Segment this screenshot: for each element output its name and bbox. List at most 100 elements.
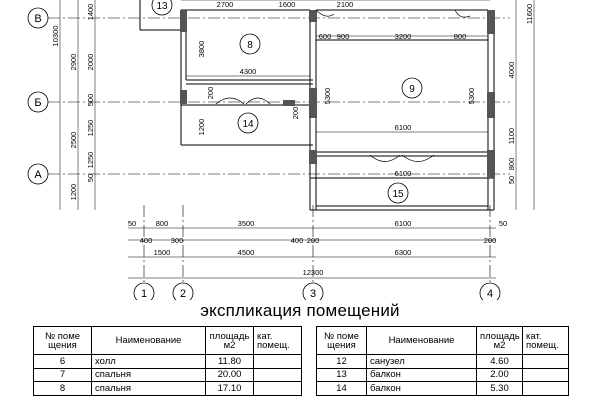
dim-right-inner: 50 — [507, 176, 516, 184]
dim-bottom-3: 1500 — [154, 248, 171, 257]
explication-table-right: № поме щения Наименование площадь м2 кат… — [316, 326, 569, 396]
axis-bubble-A — [27, 163, 49, 185]
dim-bottom-2: 400 — [140, 236, 153, 245]
dim-right-inner: 1100 — [507, 128, 516, 144]
dim-left-inner: 500 — [86, 94, 95, 107]
axis-bubble-Б — [27, 91, 49, 113]
dim-top: 2700 — [217, 0, 234, 9]
cell-num: 6 — [33, 354, 92, 369]
explication-table-left: № поме щения Наименование площадь м2 кат… — [33, 326, 302, 396]
header-area: площадь м2 — [205, 326, 254, 355]
cell-num: 13 — [316, 367, 367, 382]
header-name: Наименование — [91, 326, 206, 355]
room-number-14: 14 — [242, 119, 254, 130]
axis-label-B: В — [34, 13, 41, 25]
dim-plan: 600 — [319, 32, 332, 41]
dim-right-inner: 800 — [507, 158, 516, 171]
room-number-13: 13 — [156, 1, 168, 12]
dim-bottom-2: 200 — [307, 236, 320, 245]
dim-plan: 3800 — [197, 41, 206, 58]
room-markers: 13 8 9 14 15 — [151, 0, 423, 204]
cell-cat — [522, 354, 569, 369]
dim-plan: 900 — [337, 32, 350, 41]
dim-bottom-2: 200 — [484, 236, 497, 245]
header-cat: кат. помещ. — [253, 326, 302, 355]
axis-label-4: 4 — [487, 288, 493, 300]
dim-plan: 200 — [291, 107, 300, 120]
cell-cat — [253, 381, 302, 396]
dim-plan: 1200 — [197, 119, 206, 136]
dim-bottom-1: 50 — [499, 219, 507, 228]
table-header-row: № поме щения Наименование площадь м2 кат… — [316, 326, 569, 355]
cell-area: 20.00 — [205, 367, 254, 382]
cell-name: спальня — [91, 381, 206, 396]
cell-cat — [522, 367, 569, 382]
dimension-labels: 2700 1600 2100 600 900 3200 800 3800 430… — [51, 0, 534, 277]
dim-left-outer: 10300 — [51, 26, 60, 47]
cell-name: балкон — [366, 367, 477, 382]
axis-label-A: А — [34, 169, 42, 181]
dim-bottom-1: 6100 — [395, 219, 412, 228]
cell-name: спальня — [91, 367, 206, 382]
dim-plan: 6100 — [395, 123, 412, 132]
cell-area: 11.80 — [205, 354, 254, 369]
dim-plan: 5300 — [467, 88, 476, 105]
axis-bubble-3 — [302, 282, 324, 300]
dim-bottom-1: 3500 — [238, 219, 255, 228]
axis-bubble-4 — [479, 282, 501, 300]
header-name: Наименование — [366, 326, 477, 355]
dim-plan: 3200 — [395, 32, 412, 41]
dim-left-inner: 1250 — [86, 152, 95, 169]
cell-cat — [522, 381, 569, 396]
cell-name: балкон — [366, 381, 477, 396]
explication-title: экспликация помещений — [200, 301, 400, 320]
dim-plan: 800 — [454, 32, 467, 41]
dim-plan: 6100 — [395, 169, 412, 178]
dim-left-inner: 50 — [86, 174, 95, 182]
dim-bottom-3: 6300 — [395, 248, 412, 257]
dim-left-outer: 2900 — [69, 54, 78, 71]
dim-left-outer: 1200 — [69, 184, 78, 201]
dim-left-inner: 1250 — [86, 120, 95, 137]
dimension-lines — [59, 0, 535, 279]
cell-num: 8 — [33, 381, 92, 396]
axis-bubble-1 — [133, 282, 155, 300]
room-number-8: 8 — [247, 40, 253, 51]
table-row: 13 балкон 2.00 — [316, 367, 569, 382]
dim-bottom-3: 4500 — [238, 248, 255, 257]
dim-top: 1600 — [279, 0, 296, 9]
cell-area: 5.30 — [476, 381, 523, 396]
dim-right-inner: 4000 — [507, 62, 516, 79]
dim-bottom-2: 300 — [171, 236, 184, 245]
axis-bubble-B — [27, 7, 49, 29]
cell-cat — [253, 367, 302, 382]
header-num: № поме щения — [33, 326, 92, 355]
doors — [215, 9, 471, 162]
cell-name: санузел — [366, 354, 477, 369]
dim-top: 2100 — [337, 0, 354, 9]
cell-area: 2.00 — [476, 367, 523, 382]
cell-area: 17.10 — [205, 381, 254, 396]
dim-left-inner: 2000 — [86, 54, 95, 71]
table-row: 14 балкон 5.30 — [316, 381, 569, 396]
floor-plan-drawing: В Б А 1 2 3 4 13 8 9 14 15 2700 1600 210… — [27, 0, 535, 300]
header-cat: кат. помещ. — [522, 326, 569, 355]
axis-bubble-2 — [172, 282, 194, 300]
dim-plan: 4300 — [240, 67, 257, 76]
cell-name: холл — [91, 354, 206, 369]
room-number-15: 15 — [392, 189, 404, 200]
dim-bottom-1: 50 — [128, 219, 136, 228]
table-header-row: № поме щения Наименование площадь м2 кат… — [33, 326, 302, 355]
column-axis-markers: 1 2 3 4 — [133, 282, 501, 300]
dim-bottom-4: 12300 — [303, 268, 324, 277]
cell-cat — [253, 354, 302, 369]
dim-right-outer: 11600 — [525, 4, 534, 24]
header-area: площадь м2 — [476, 326, 523, 355]
dim-plan: 200 — [206, 87, 215, 100]
dim-plan: 5300 — [323, 88, 332, 105]
table-row: 7 спальня 20.00 — [33, 367, 302, 382]
cell-num: 14 — [316, 381, 367, 396]
table-row: 8 спальня 17.10 — [33, 381, 302, 396]
dim-bottom-1: 800 — [156, 219, 169, 228]
room-number-9: 9 — [409, 84, 415, 95]
